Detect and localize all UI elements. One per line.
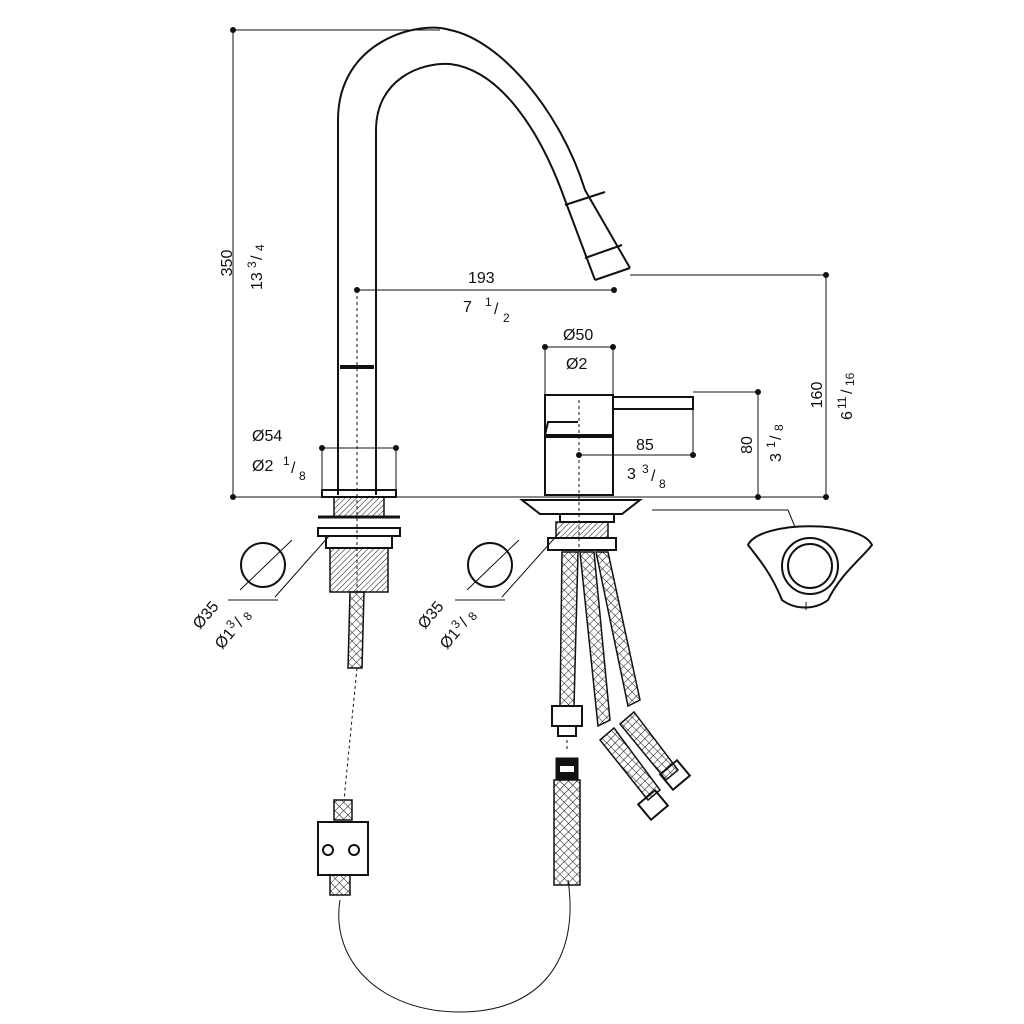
spout-base-diameter-metric: Ø54 xyxy=(252,428,282,445)
svg-text:8: 8 xyxy=(240,609,255,623)
mixer-height-imperial: 3 1 / 8 xyxy=(764,424,786,462)
hose-loop xyxy=(338,879,571,1013)
hole-symbol-right xyxy=(455,531,561,601)
hole-symbol-left xyxy=(228,534,331,601)
mixer-shank xyxy=(555,521,609,539)
spray-head-tip xyxy=(594,267,631,281)
lever-length-imperial: 3 3 / 8 xyxy=(627,462,666,491)
spout-reach-metric: 193 xyxy=(468,270,495,287)
spout-height-metric: 160 xyxy=(809,382,826,409)
spout xyxy=(317,26,631,669)
hole-right-metric: Ø35 xyxy=(415,598,448,632)
svg-text:1: 1 xyxy=(485,295,492,309)
svg-text:1: 1 xyxy=(764,441,778,448)
overall-height-metric: 350 xyxy=(219,250,236,277)
handle-top-view xyxy=(652,509,874,610)
spout-outer-edge xyxy=(337,26,631,495)
svg-text:13: 13 xyxy=(249,272,266,290)
spout-threaded-shank xyxy=(329,547,389,593)
svg-text:2: 2 xyxy=(503,311,510,325)
dimension-lines xyxy=(230,27,829,592)
svg-text:3: 3 xyxy=(627,466,636,483)
svg-text:1: 1 xyxy=(283,454,290,468)
svg-text:/: / xyxy=(291,460,296,477)
mixer-washer xyxy=(559,513,615,523)
spout-hose xyxy=(347,591,365,669)
spray-head-band xyxy=(584,244,623,259)
svg-text:3: 3 xyxy=(768,453,785,462)
svg-text:7: 7 xyxy=(463,299,472,316)
svg-text:/: / xyxy=(249,255,266,260)
mixer-cap xyxy=(544,394,614,436)
svg-text:16: 16 xyxy=(843,372,857,386)
mixer-cap-chamfer xyxy=(544,421,578,436)
svg-text:8: 8 xyxy=(299,469,306,483)
overall-height-imperial: 13 3 / 4 xyxy=(245,244,267,290)
spout-base-flange xyxy=(321,489,397,498)
mixer-height-metric: 80 xyxy=(739,436,756,454)
spray-head-joint xyxy=(564,191,606,206)
svg-text:/: / xyxy=(768,435,785,440)
svg-text:Ø2: Ø2 xyxy=(252,458,273,475)
svg-text:4: 4 xyxy=(253,244,267,251)
svg-text:8: 8 xyxy=(772,424,786,431)
spout-base-diameter-imperial: Ø2 1 / 8 xyxy=(252,454,306,483)
hole-right-label: Ø35 xyxy=(415,598,448,632)
svg-text:8: 8 xyxy=(465,609,480,623)
spout-shank-upper xyxy=(333,496,385,518)
spout-height-metric-label: 160 xyxy=(809,382,826,409)
svg-text:3: 3 xyxy=(245,261,259,268)
svg-text:6: 6 xyxy=(839,411,856,420)
mixer-diameter-imperial: Ø2 xyxy=(566,356,587,373)
mixer-base-plate xyxy=(519,499,643,515)
lever-length-metric: 85 xyxy=(636,437,654,454)
spout-inner-edge xyxy=(375,62,596,495)
hose-counterweight xyxy=(317,799,369,896)
svg-text:/: / xyxy=(839,389,856,394)
mixer-height-metric-label: 80 xyxy=(739,436,756,454)
mixer-lever xyxy=(612,396,694,410)
supply-hoses xyxy=(551,551,692,886)
spout-nut xyxy=(325,535,393,549)
svg-text:/: / xyxy=(494,301,499,318)
svg-text:11: 11 xyxy=(835,396,849,409)
mixer-body xyxy=(519,394,694,551)
spout-hose-path xyxy=(343,667,358,801)
svg-text:3: 3 xyxy=(642,462,649,476)
spout-washer xyxy=(317,527,401,537)
svg-text:8: 8 xyxy=(659,477,666,491)
spout-height-imperial: 6 11 / 16 xyxy=(835,372,857,420)
hole-left-metric: Ø35 xyxy=(190,598,223,632)
overall-height-label: 350 xyxy=(219,250,236,277)
svg-text:/: / xyxy=(651,468,656,485)
spout-reach-imperial: 7 1 / 2 xyxy=(463,295,510,325)
mixer-diameter-metric: Ø50 xyxy=(563,327,593,344)
hole-left-label: Ø35 xyxy=(190,598,223,632)
mixer-nut xyxy=(547,537,617,551)
